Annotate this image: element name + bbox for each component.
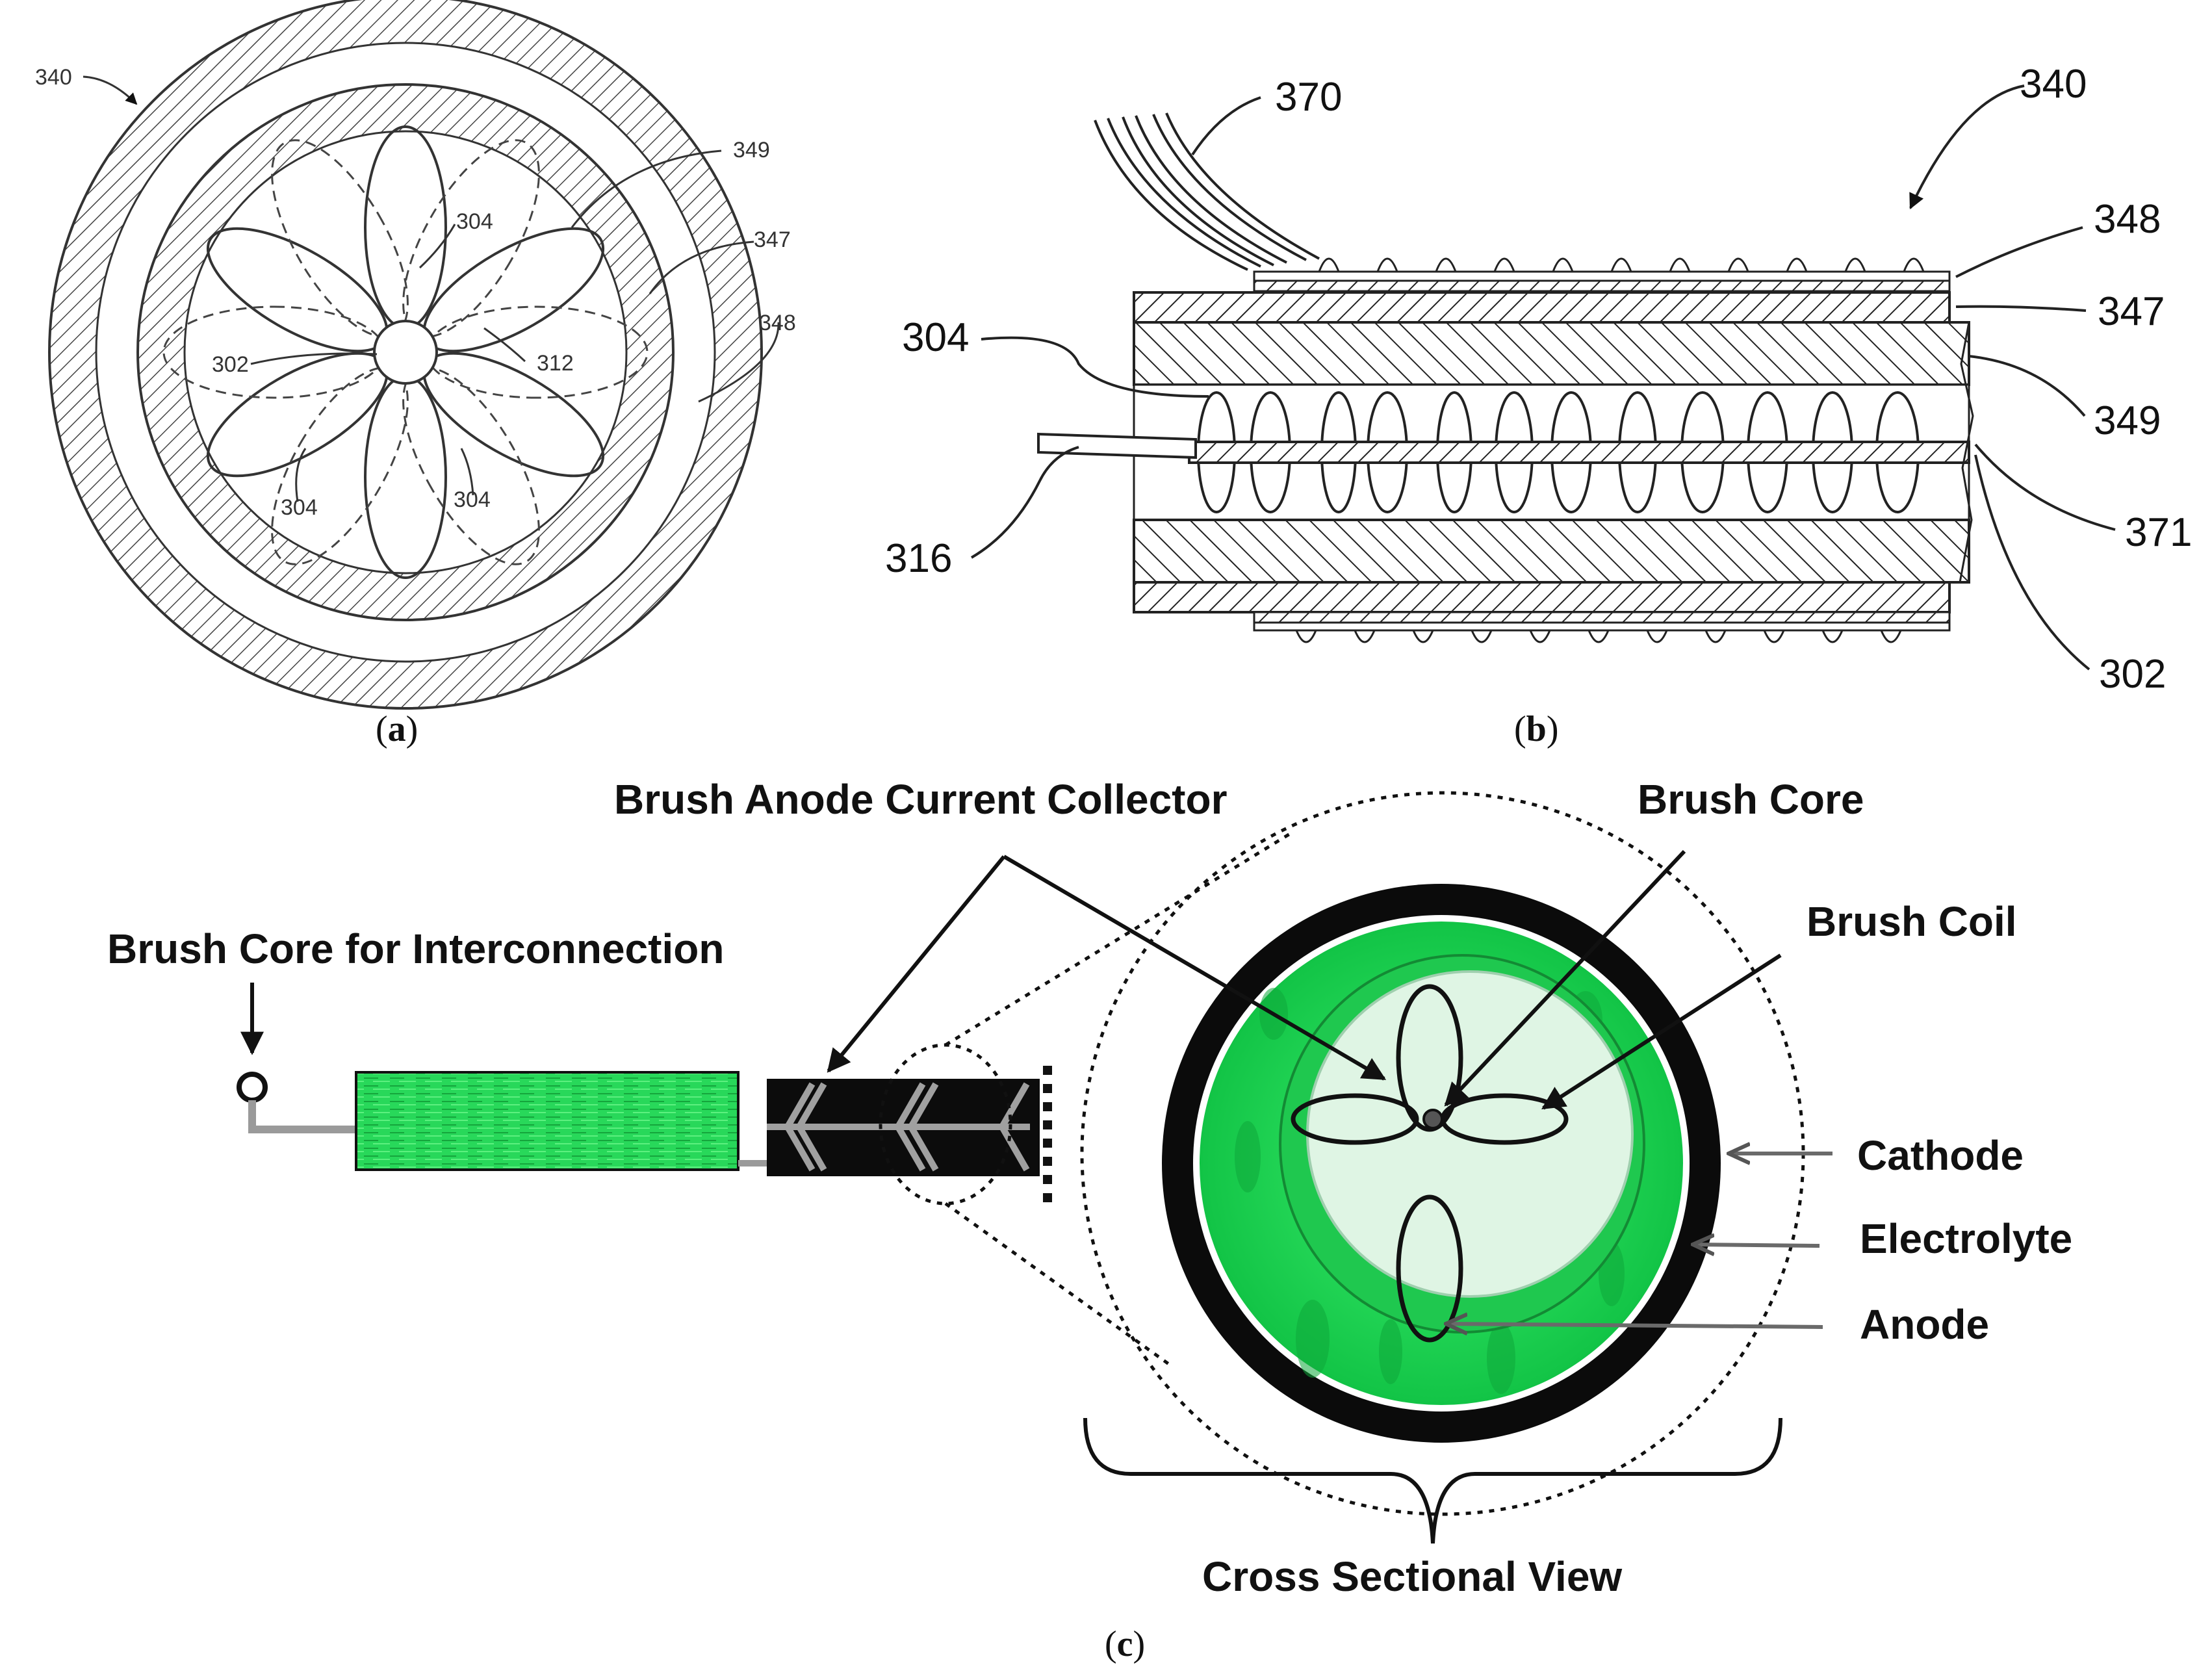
ref-347-a: 347 [754,227,791,252]
ref-316: 316 [885,536,952,581]
panel-b: 370 340 348 347 304 349 316 371 302 (b) [885,62,2192,749]
bottom-sheath [1253,621,1951,632]
arrow-brush-core [1444,849,1686,1107]
bottom-sheath-hatch [1253,611,1951,624]
arrow-anode [1446,1324,1823,1327]
ref-304-left-a: 304 [281,495,318,520]
leader-347 [649,240,754,294]
ref-304-b: 304 [902,315,969,360]
bottom-band-349 [1133,519,1970,584]
brush-chevrons [767,1082,1030,1172]
svg-text:(b): (b) [1514,709,1558,749]
label-cathode: Cathode [1857,1132,2024,1179]
leader-347-b [1955,305,2087,312]
leader-304-right [460,448,474,496]
interconnect-terminal [237,1072,268,1103]
center-rod-302 [1188,441,1970,464]
ref-348-a: 348 [759,311,796,335]
top-band-349 [1133,321,1970,386]
arrow-collector-2 [1003,855,1387,1081]
top-sheath-hatch [1253,279,1951,292]
top-band-347 [1133,291,1951,324]
leader-349 [571,149,722,228]
leader-348-b [1955,226,2083,278]
bottom-band-347 [1133,581,1951,613]
leader-316 [970,446,1079,559]
leader-304-b [981,336,1209,398]
ref-304-top-a: 304 [456,209,493,234]
brush-core-dot [1422,1109,1443,1129]
anode-block [355,1071,739,1171]
top-sheath-348 [1253,270,1951,282]
zoom-line-top [944,830,1294,1047]
ref-371: 371 [2125,510,2192,555]
ref-302-a: 302 [212,352,249,377]
ref-348-b: 348 [2094,197,2161,242]
label-brush-coil: Brush Coil [1807,898,2017,945]
label-brush-core: Brush Core [1638,776,1864,823]
break-edge [1959,322,1974,583]
ref-302-b: 302 [2099,652,2166,697]
leader-370 [1191,96,1261,156]
label-brush-core-interconnection: Brush Core for Interconnection [107,925,724,972]
ref-347-b: 347 [2098,289,2165,334]
caption-c: (c) [1105,1624,1145,1664]
ref-370: 370 [1275,75,1342,120]
ref-349-b: 349 [2094,398,2161,443]
leader-340-b [1909,84,2025,210]
ref-304-right-a: 304 [454,487,491,512]
leader-348 [698,322,780,403]
zoom-line-bottom [944,1202,1171,1367]
leader-340 [83,75,138,105]
center-core-302 [373,320,438,385]
svg-text:(a): (a) [376,709,418,749]
ref-312-a: 312 [537,351,574,376]
leader-349-b [1968,355,2086,417]
ref-349-a: 349 [733,138,770,162]
bottom-coil-bumps [1295,630,1902,643]
top-coil-bumps [1318,257,1925,272]
ref-340-a: 340 [35,65,72,90]
wires-370 [1094,112,1320,271]
label-electrolyte: Electrolyte [1860,1215,2072,1262]
panel-a: 340 349 347 348 304 312 302 304 304 (a) [35,0,796,749]
caption-a: (a) [376,709,418,749]
svg-text:(c): (c) [1105,1624,1145,1664]
leader-304-top [418,224,456,269]
anode-texture [1235,988,1625,1394]
core-wire [248,1100,356,1133]
cross-section-brace [1083,1417,1782,1544]
wire-316 [1037,432,1197,459]
light-core-region [1306,970,1634,1298]
arrow-electrolyte [1693,1244,1820,1246]
panel-c: Brush Anode Current Collector Brush Core… [107,776,2072,1664]
label-cross-sectional-view: Cross Sectional View [1202,1553,1622,1600]
arrow-brush-coil [1541,953,1782,1110]
leader-304-left [295,448,307,502]
leader-302-b [1974,454,2090,671]
label-brush-anode-current-collector: Brush Anode Current Collector [614,776,1227,823]
caption-b: (b) [1514,709,1558,749]
label-anode: Anode [1860,1301,1989,1348]
leader-312 [483,327,526,363]
ref-340-b: 340 [2020,62,2087,107]
leader-302 [250,352,378,365]
leader-371 [1974,443,2116,531]
arrow-collector-1 [827,855,1006,1073]
